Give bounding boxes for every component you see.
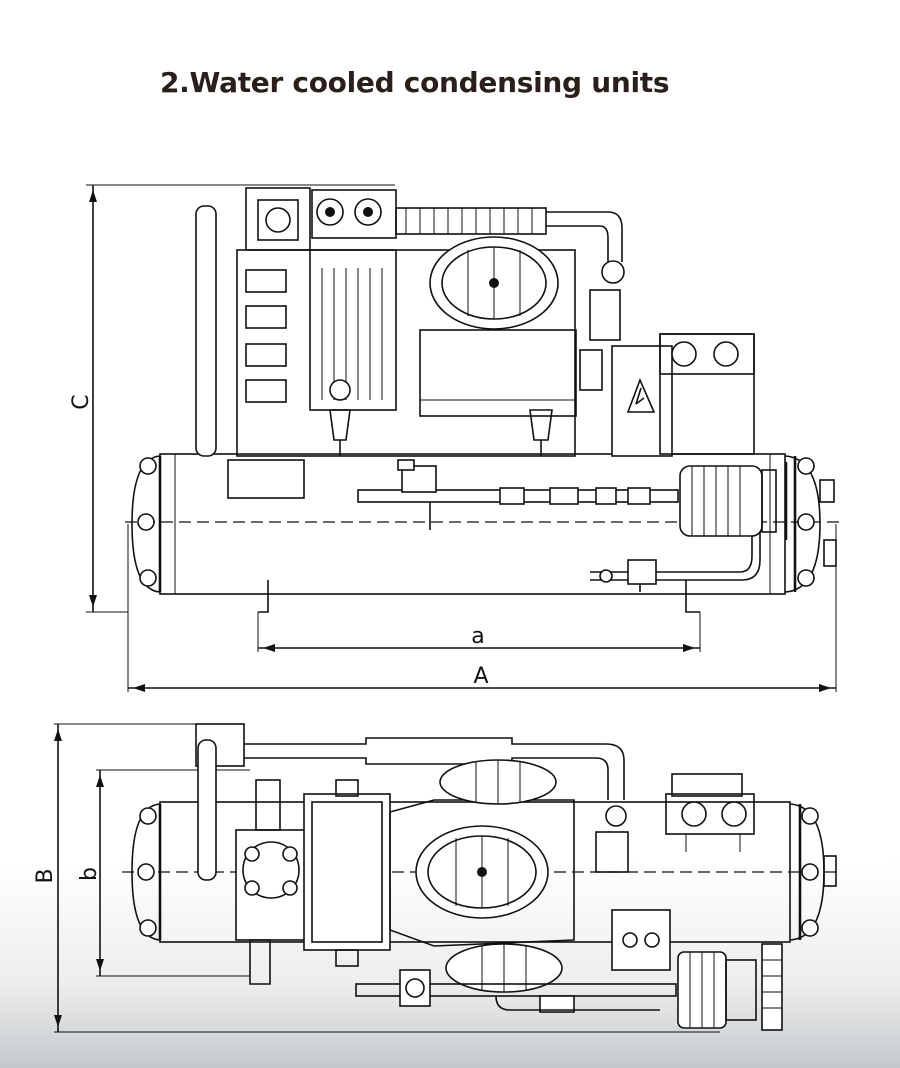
dimension-B-label: B xyxy=(33,868,58,883)
dimension-b: b xyxy=(77,769,250,977)
compressor-top xyxy=(235,759,575,993)
dimension-a-label: a xyxy=(471,624,484,649)
dimension-c: C xyxy=(69,184,395,613)
compressor xyxy=(236,187,577,457)
liquid-line xyxy=(357,459,761,592)
water-valve xyxy=(679,462,788,540)
electrical-box xyxy=(611,333,755,457)
dimension-A-label: A xyxy=(473,664,488,689)
top-electrical-box xyxy=(611,773,755,971)
dimension-c-label: C xyxy=(69,394,94,409)
dimension-b-label: b xyxy=(77,867,102,881)
top-piping xyxy=(195,723,629,881)
front-view: C xyxy=(69,184,840,692)
dimension-B: B xyxy=(33,723,720,1033)
dimension-a: a xyxy=(257,612,701,652)
top-liquid-line xyxy=(355,969,677,1013)
page-title: 2.Water cooled condensing units xyxy=(160,66,670,99)
dimension-A: A xyxy=(127,524,837,692)
top-view: B b xyxy=(33,723,840,1033)
top-water-valve xyxy=(677,943,783,1031)
refrigerant-piping xyxy=(195,205,625,457)
